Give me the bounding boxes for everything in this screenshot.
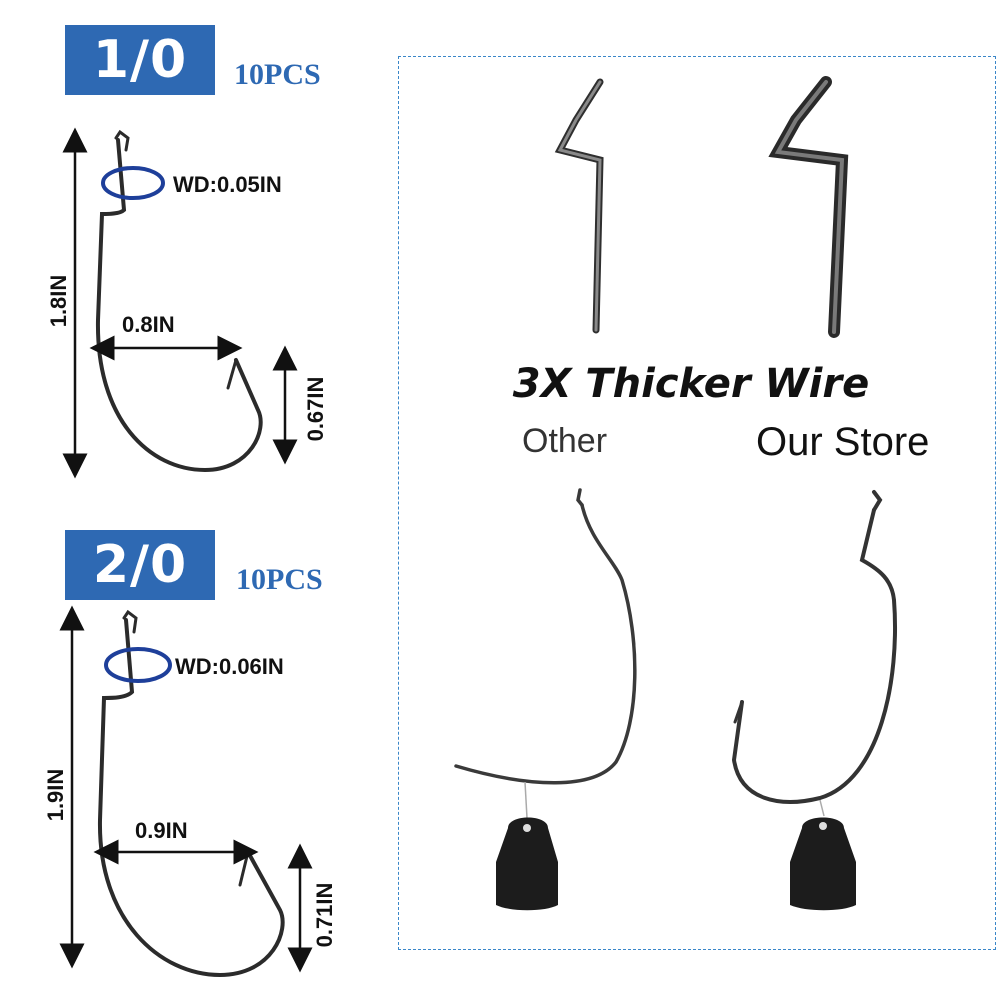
comparison-panel [398, 56, 996, 950]
weight-our-store [790, 817, 856, 911]
our-store-label: Our Store [756, 420, 930, 464]
hook-photo-our-store [731, 490, 898, 804]
gap-label-1-0: 0.8IN [122, 312, 175, 337]
comparison-headline: 3X Thicker Wire [484, 358, 898, 410]
wire-ring-2-0 [104, 647, 172, 683]
quantity-label-2-0: 10PCS [236, 563, 323, 596]
quantity-label-1-0: 10PCS [234, 58, 321, 91]
hook-photo-other [454, 488, 637, 785]
wire-diameter-label-1-0: WD:0.05IN [173, 172, 282, 197]
wire-closeup-other [554, 78, 604, 334]
size-badge-1-0: 1/0 [65, 25, 215, 95]
wire-diameter-label-2-0: WD:0.06IN [175, 654, 284, 679]
size-badge-2-0: 2/0 [65, 530, 215, 600]
hook-drawing-1-0 [95, 129, 263, 473]
wire-closeup-our-store [768, 76, 849, 338]
wire-ring-1-0 [101, 166, 165, 200]
gap-label-2-0: 0.9IN [135, 818, 188, 843]
hook-drawing-2-0 [97, 609, 285, 978]
other-label: Other [522, 422, 608, 460]
weight-other [496, 817, 558, 911]
